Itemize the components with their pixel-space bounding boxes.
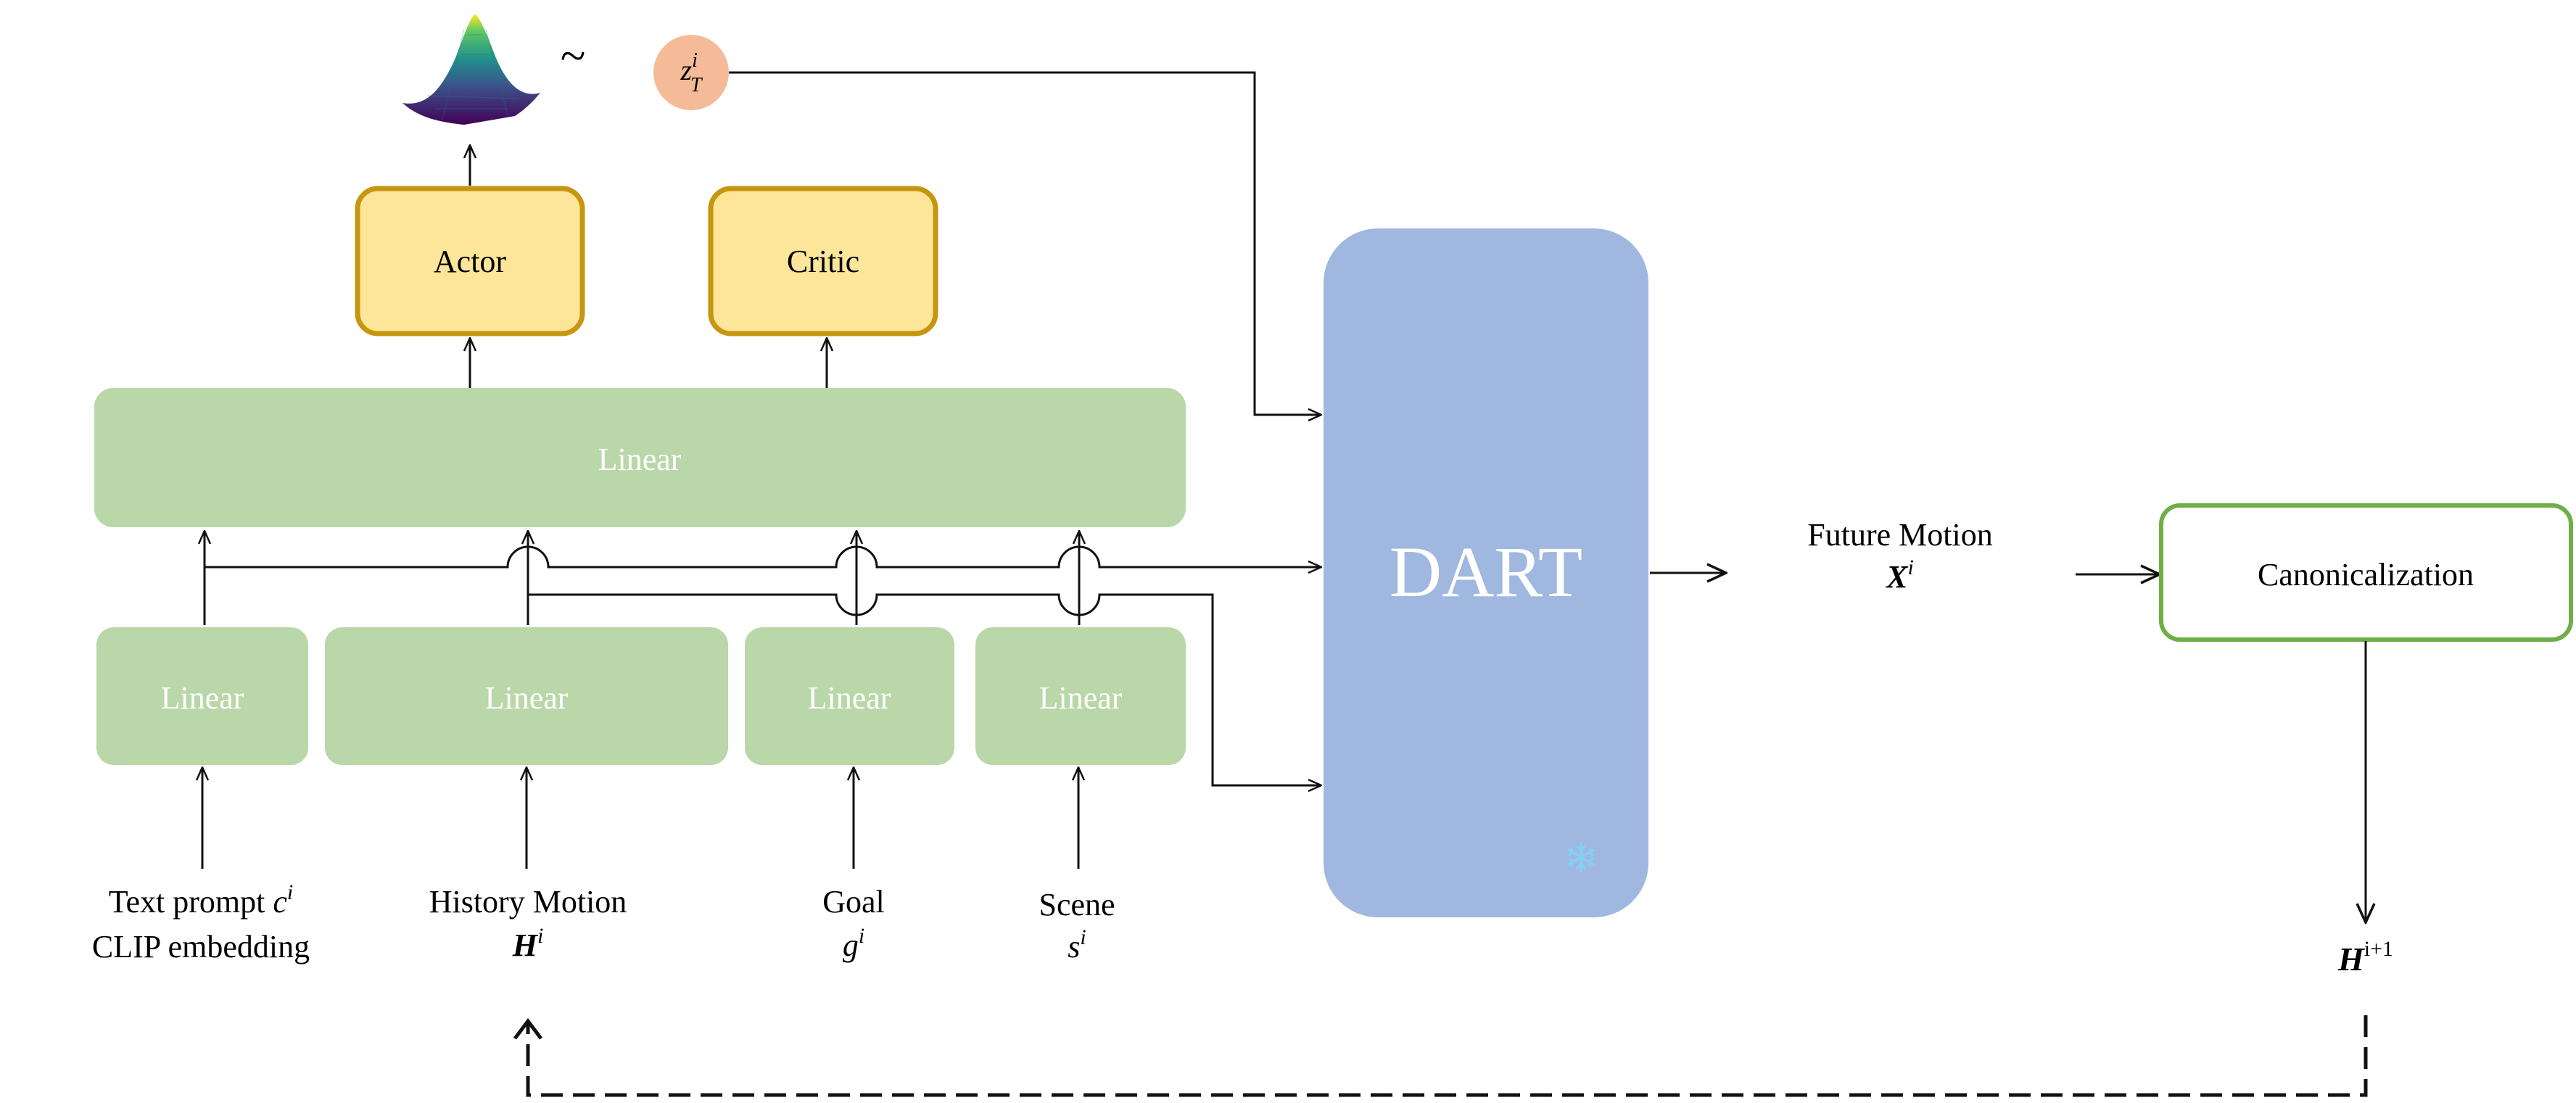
- actor-label: Actor: [434, 244, 507, 279]
- canonicalization-label: Canonicalization: [2258, 557, 2474, 592]
- future-motion-symbol: Xi: [1885, 555, 1914, 595]
- canonicalization-box: [2159, 503, 2573, 642]
- noise-node: [653, 35, 729, 110]
- history-encoder-box: [325, 627, 728, 765]
- critic-box: [708, 186, 938, 336]
- history-to-dart-arrow: [528, 593, 1321, 785]
- critic-label: Critic: [787, 244, 859, 279]
- next-history-symbol: Hi+1: [2337, 937, 2393, 978]
- future-motion-label: Future Motion: [1807, 517, 1992, 553]
- top-linear-box: [94, 388, 1186, 527]
- noise-to-dart-arrow: [729, 71, 1321, 415]
- text-embedding-to-dart-arrow: [205, 545, 1321, 567]
- snowflake-icon: [1567, 841, 1595, 873]
- top-linear-label: Linear: [598, 442, 682, 477]
- goal-symbol: gi: [843, 924, 864, 963]
- scene-encoder-box: [975, 627, 1186, 765]
- history-motion-symbol: Hi: [512, 924, 544, 963]
- gaussian-surface-icon: [402, 15, 540, 125]
- goal-encoder-box: [745, 627, 954, 765]
- feedback-loop-line: [526, 1015, 2368, 1097]
- tilde-symbol: ~: [561, 30, 586, 81]
- text-encoder-box: [96, 627, 308, 765]
- actor-box: [355, 186, 585, 336]
- goal-label: Goal: [822, 884, 885, 920]
- feedback-loop-arrowhead: [513, 1017, 542, 1040]
- scene-label: Scene: [1039, 887, 1115, 922]
- dart-label: DART: [1390, 532, 1582, 612]
- scene-symbol: si: [1068, 925, 1086, 964]
- goal-encoder-label: Linear: [808, 680, 891, 716]
- scene-encoder-label: Linear: [1039, 680, 1123, 716]
- history-motion-label: History Motion: [429, 884, 627, 920]
- dart-model-box: [1324, 228, 1648, 917]
- text-prompt-label: Text prompt ci: [109, 880, 294, 920]
- history-encoder-label: Linear: [485, 680, 569, 716]
- text-encoder-label: Linear: [161, 680, 244, 716]
- clip-embedding-label: CLIP embedding: [92, 929, 310, 964]
